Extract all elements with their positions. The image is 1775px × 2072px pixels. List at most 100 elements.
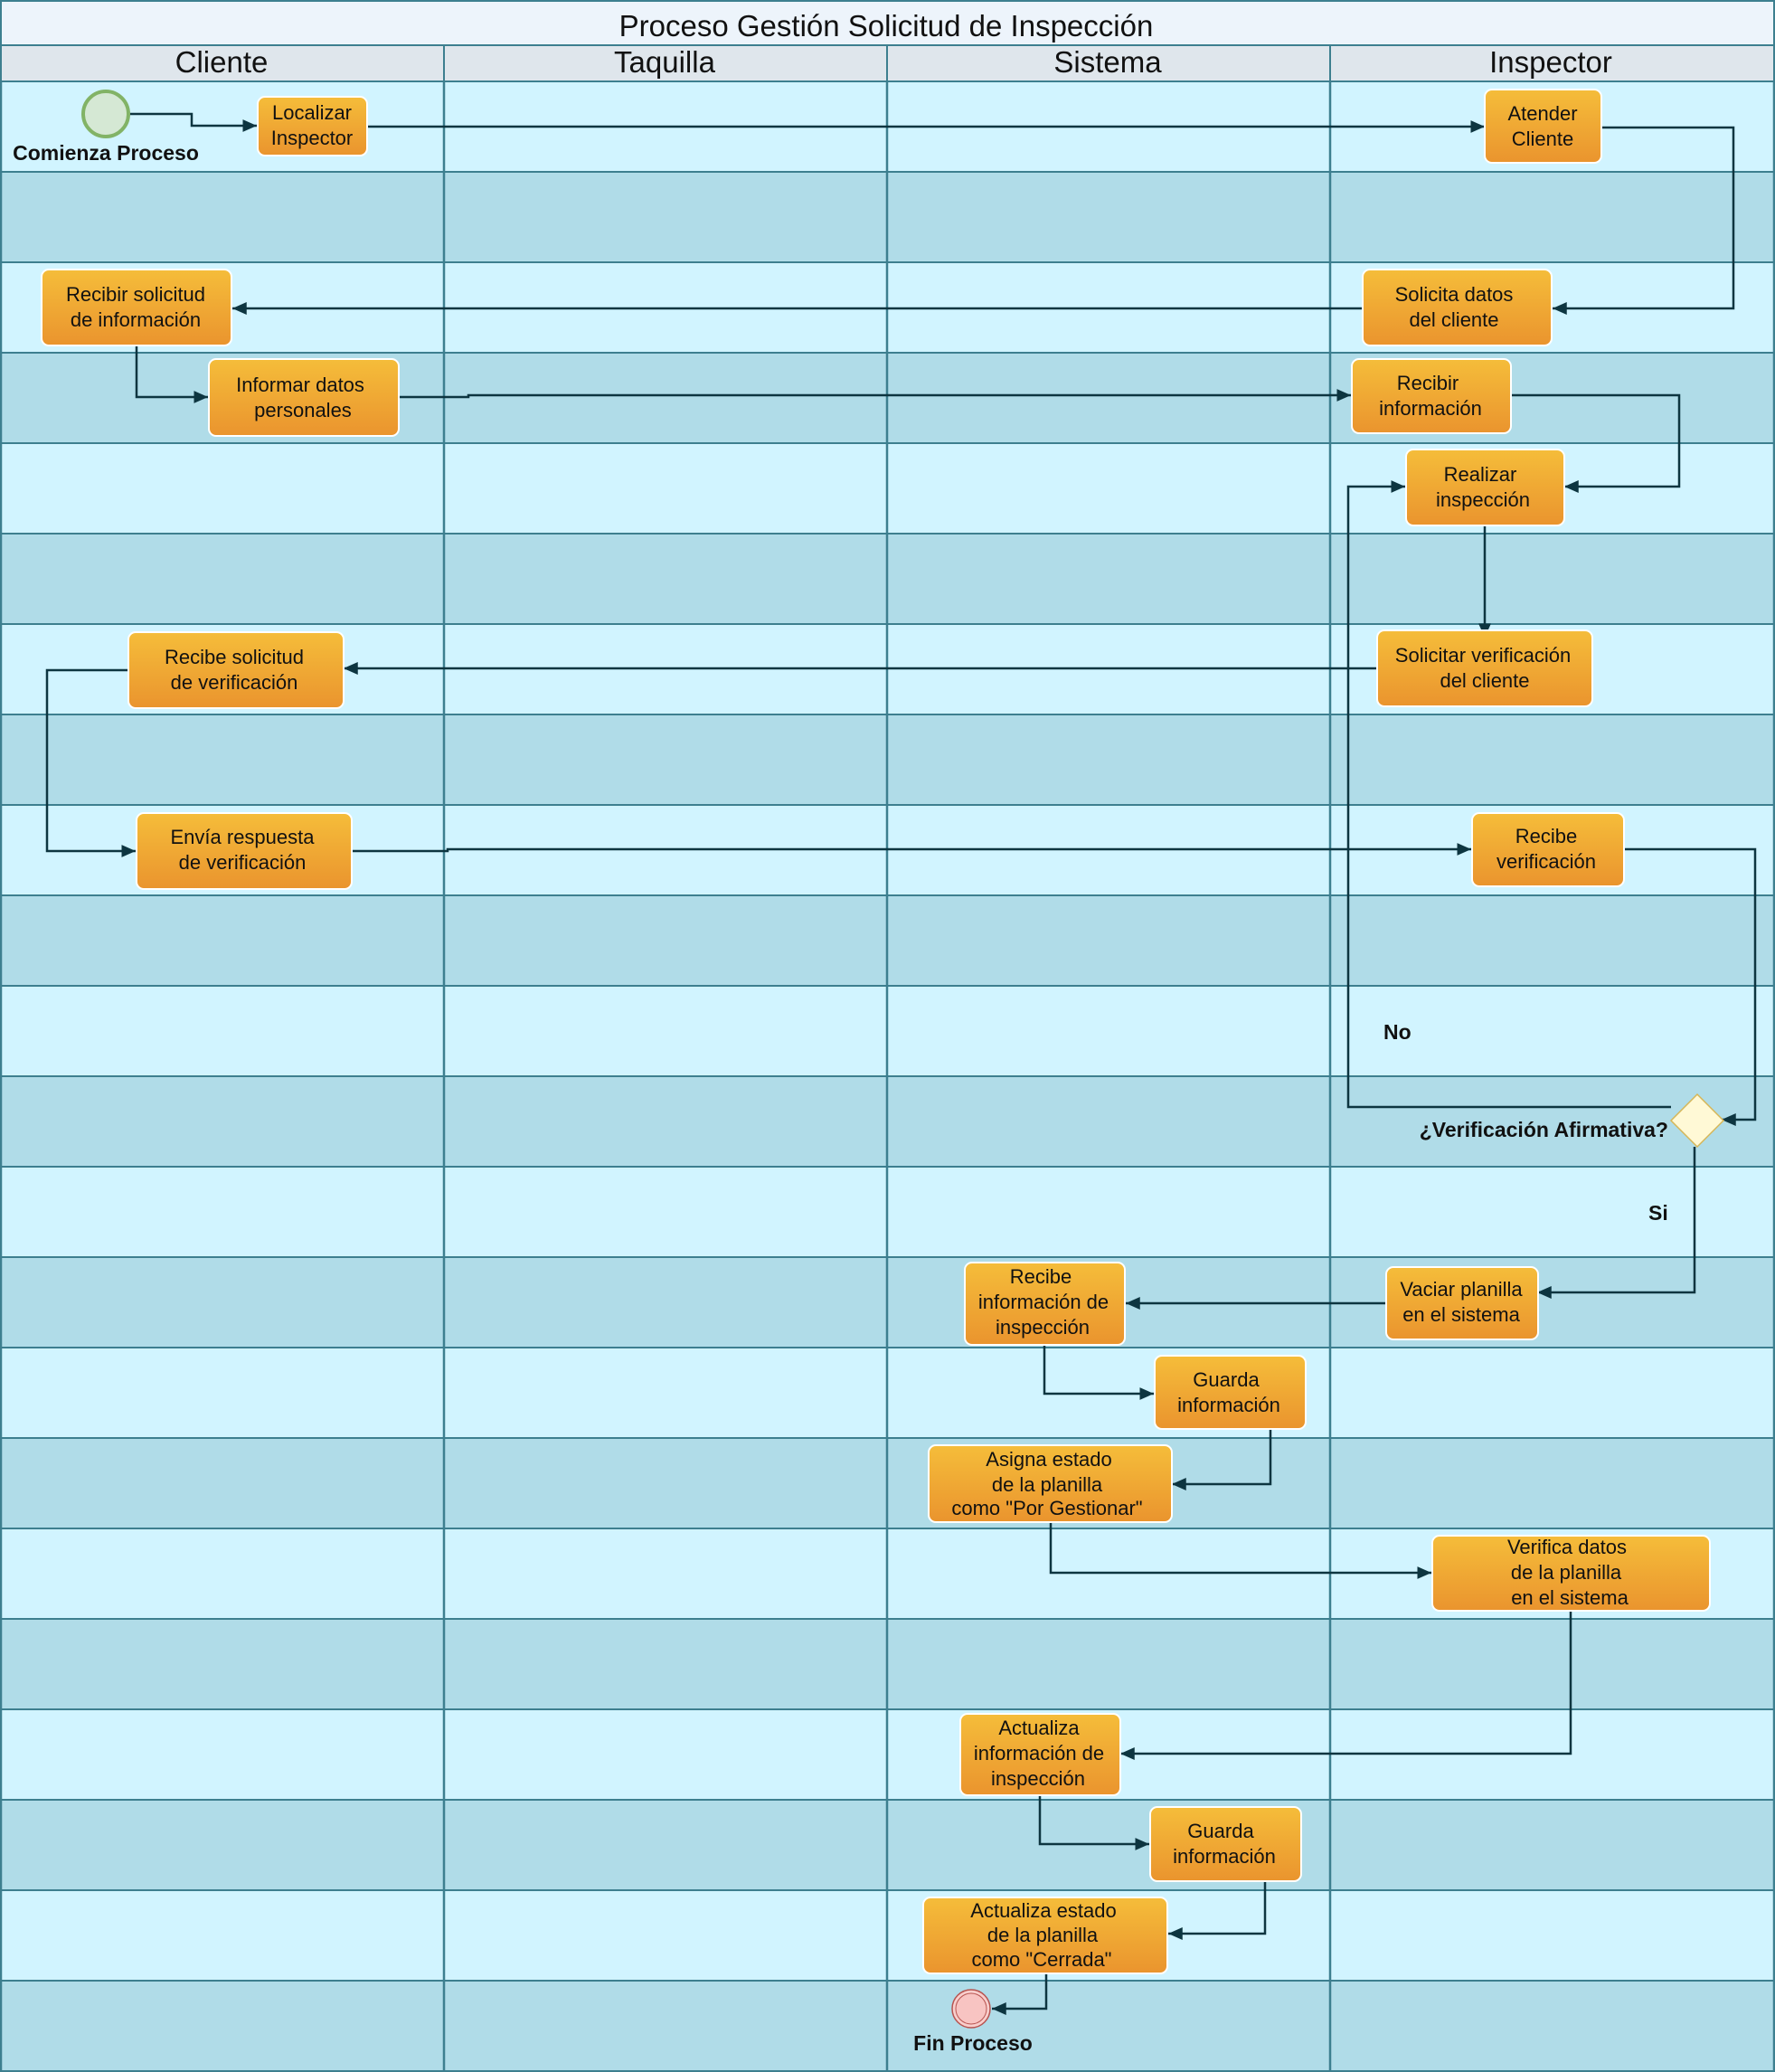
task-solicita-datos-cliente[interactable]: Solicita datos del cliente: [1362, 269, 1553, 346]
gateway-diamond[interactable]: [1669, 1093, 1725, 1149]
task-box[interactable]: [1431, 1535, 1711, 1612]
start-event-circle[interactable]: [81, 90, 130, 138]
task-box[interactable]: [1405, 449, 1565, 526]
task-box[interactable]: [1484, 89, 1602, 164]
task-label-line: información de: [978, 1291, 1109, 1313]
task-label-line: información: [1177, 1394, 1280, 1416]
task-asigna-estado-por-gestionar[interactable]: Asigna estado de la planilla como "Por G…: [928, 1444, 1173, 1523]
lane-header-taquilla: [443, 44, 888, 82]
edge-t19-end: [992, 1973, 1048, 2015]
edge-t2-t3: [1553, 126, 1735, 315]
task-informar-datos-personales[interactable]: Informar datos personales: [208, 358, 400, 437]
task-box[interactable]: [1385, 1266, 1539, 1340]
task-box[interactable]: [1351, 358, 1512, 434]
task-label-line: de verificación: [171, 671, 298, 694]
task-atender-cliente[interactable]: Atender Cliente: [1484, 89, 1602, 164]
edge-t13-t14: [1043, 1346, 1154, 1400]
task-label-line: Realizar: [1444, 463, 1517, 486]
task-label-line: Actualiza: [998, 1717, 1080, 1739]
task-box[interactable]: [1362, 269, 1553, 346]
edge-gateway-t12-si: [1537, 1147, 1696, 1299]
edge-t11-gateway: [1623, 847, 1757, 1126]
edge-t15-t16: [1049, 1523, 1431, 1579]
task-envia-respuesta-verificacion[interactable]: Envía respuesta de verificación: [136, 812, 353, 890]
task-label-line: como "Por Gestionar": [951, 1497, 1142, 1519]
task-guarda-informacion-2[interactable]: Guarda información: [1149, 1806, 1302, 1882]
task-recibir-informacion[interactable]: Recibir información: [1351, 358, 1512, 434]
task-box[interactable]: [41, 269, 232, 346]
task-nodes: Localizar Inspector Atender Cliente Soli…: [41, 89, 1711, 1974]
task-label-line: del cliente: [1409, 308, 1498, 331]
task-label-line: como "Cerrada": [971, 1948, 1111, 1971]
edge-t16-t17: [1120, 1612, 1572, 1760]
task-label-line: Verifica datos: [1507, 1536, 1627, 1558]
task-actualiza-informacion-inspeccion[interactable]: Actualiza información de inspección: [959, 1713, 1121, 1796]
task-solicitar-verificacion-cliente[interactable]: Solicitar verificación del cliente: [1376, 629, 1593, 707]
end-event-inner: [955, 1992, 987, 2025]
edge-t4-t5: [135, 345, 208, 403]
edge-t6-t7: [1510, 393, 1681, 493]
task-box[interactable]: [959, 1713, 1121, 1796]
task-recibe-verificacion[interactable]: Recibe verificación: [1471, 812, 1625, 887]
task-box[interactable]: [964, 1262, 1126, 1346]
task-recibe-informacion-inspeccion[interactable]: Recibe información de inspección: [964, 1262, 1126, 1346]
task-label-line: Guarda: [1187, 1820, 1254, 1842]
task-label-line: de la planilla: [987, 1924, 1099, 1946]
task-label-line: Recibe solicitud: [165, 646, 304, 668]
task-label-line: Vaciar planilla: [1400, 1278, 1523, 1301]
lane-label-cliente: Cliente: [175, 45, 269, 79]
task-box[interactable]: [1376, 629, 1593, 707]
task-label-line: información de: [974, 1742, 1104, 1765]
edge-t17-t18: [1038, 1796, 1149, 1850]
task-label-line: Localizar: [272, 101, 352, 124]
lane-header-row: Cliente Taquilla Sistema Inspector: [0, 44, 1775, 82]
task-label-line: Recibe: [1010, 1265, 1072, 1288]
task-label-line: Guarda: [1193, 1368, 1260, 1391]
task-actualiza-estado-cerrada[interactable]: Actualiza estado de la planilla como "Ce…: [922, 1897, 1168, 1974]
task-realizar-inspeccion[interactable]: Realizar inspección: [1405, 449, 1565, 526]
start-event[interactable]: Comienza Proceso: [13, 90, 199, 165]
task-box[interactable]: [922, 1897, 1168, 1974]
task-vaciar-planilla-sistema[interactable]: Vaciar planilla en el sistema: [1385, 1266, 1539, 1340]
task-box[interactable]: [127, 631, 345, 709]
task-recibe-solicitud-verificacion[interactable]: Recibe solicitud de verificación: [127, 631, 345, 709]
task-label-line: personales: [254, 399, 352, 421]
lane-label-taquilla: Taquilla: [614, 45, 716, 79]
edge-t14-t15: [1172, 1430, 1272, 1490]
task-label-line: en el sistema: [1402, 1303, 1520, 1326]
task-label-line: del cliente: [1440, 669, 1529, 692]
gateway-label: ¿Verificación Afirmativa?: [1420, 1118, 1668, 1141]
lane-label-inspector: Inspector: [1489, 45, 1612, 79]
task-box[interactable]: [208, 358, 400, 437]
task-box[interactable]: [1149, 1806, 1302, 1882]
edge-t18-t19: [1168, 1882, 1267, 1940]
end-event[interactable]: Fin Proceso: [913, 1989, 1033, 2055]
task-guarda-informacion-1[interactable]: Guarda información: [1154, 1355, 1307, 1430]
task-label-line: Asigna estado: [986, 1448, 1111, 1471]
task-label-line: información: [1173, 1845, 1276, 1868]
task-box[interactable]: [257, 96, 368, 156]
task-label-line: inspección: [1436, 488, 1530, 511]
task-label-line: de la planilla: [992, 1473, 1103, 1496]
diagram-title: Proceso Gestión Solicitud de Inspección: [619, 9, 1154, 43]
task-recibir-solicitud-informacion[interactable]: Recibir solicitud de información: [41, 269, 232, 346]
task-box[interactable]: [136, 812, 353, 890]
task-label-line: en el sistema: [1511, 1586, 1629, 1609]
task-box[interactable]: [1154, 1355, 1307, 1430]
task-verifica-datos-planilla[interactable]: Verifica datos de la planilla en el sist…: [1431, 1535, 1711, 1612]
lane-header-sistema: [886, 44, 1331, 82]
task-label-line: Actualiza estado: [970, 1899, 1116, 1922]
task-label-line: inspección: [996, 1316, 1090, 1339]
decision-gateway[interactable]: ¿Verificación Afirmativa?: [1420, 1093, 1725, 1149]
task-box[interactable]: [1471, 812, 1625, 887]
task-label-line: Recibe: [1515, 825, 1577, 847]
task-label-line: Atender: [1507, 102, 1577, 125]
flow-edges: [45, 112, 1757, 2015]
task-label-line: Inspector: [271, 127, 354, 149]
task-label-line: de información: [71, 308, 201, 331]
task-localizar-inspector[interactable]: Localizar Inspector: [257, 96, 368, 156]
task-box[interactable]: [928, 1444, 1173, 1523]
edge-start-t1: [130, 112, 257, 132]
